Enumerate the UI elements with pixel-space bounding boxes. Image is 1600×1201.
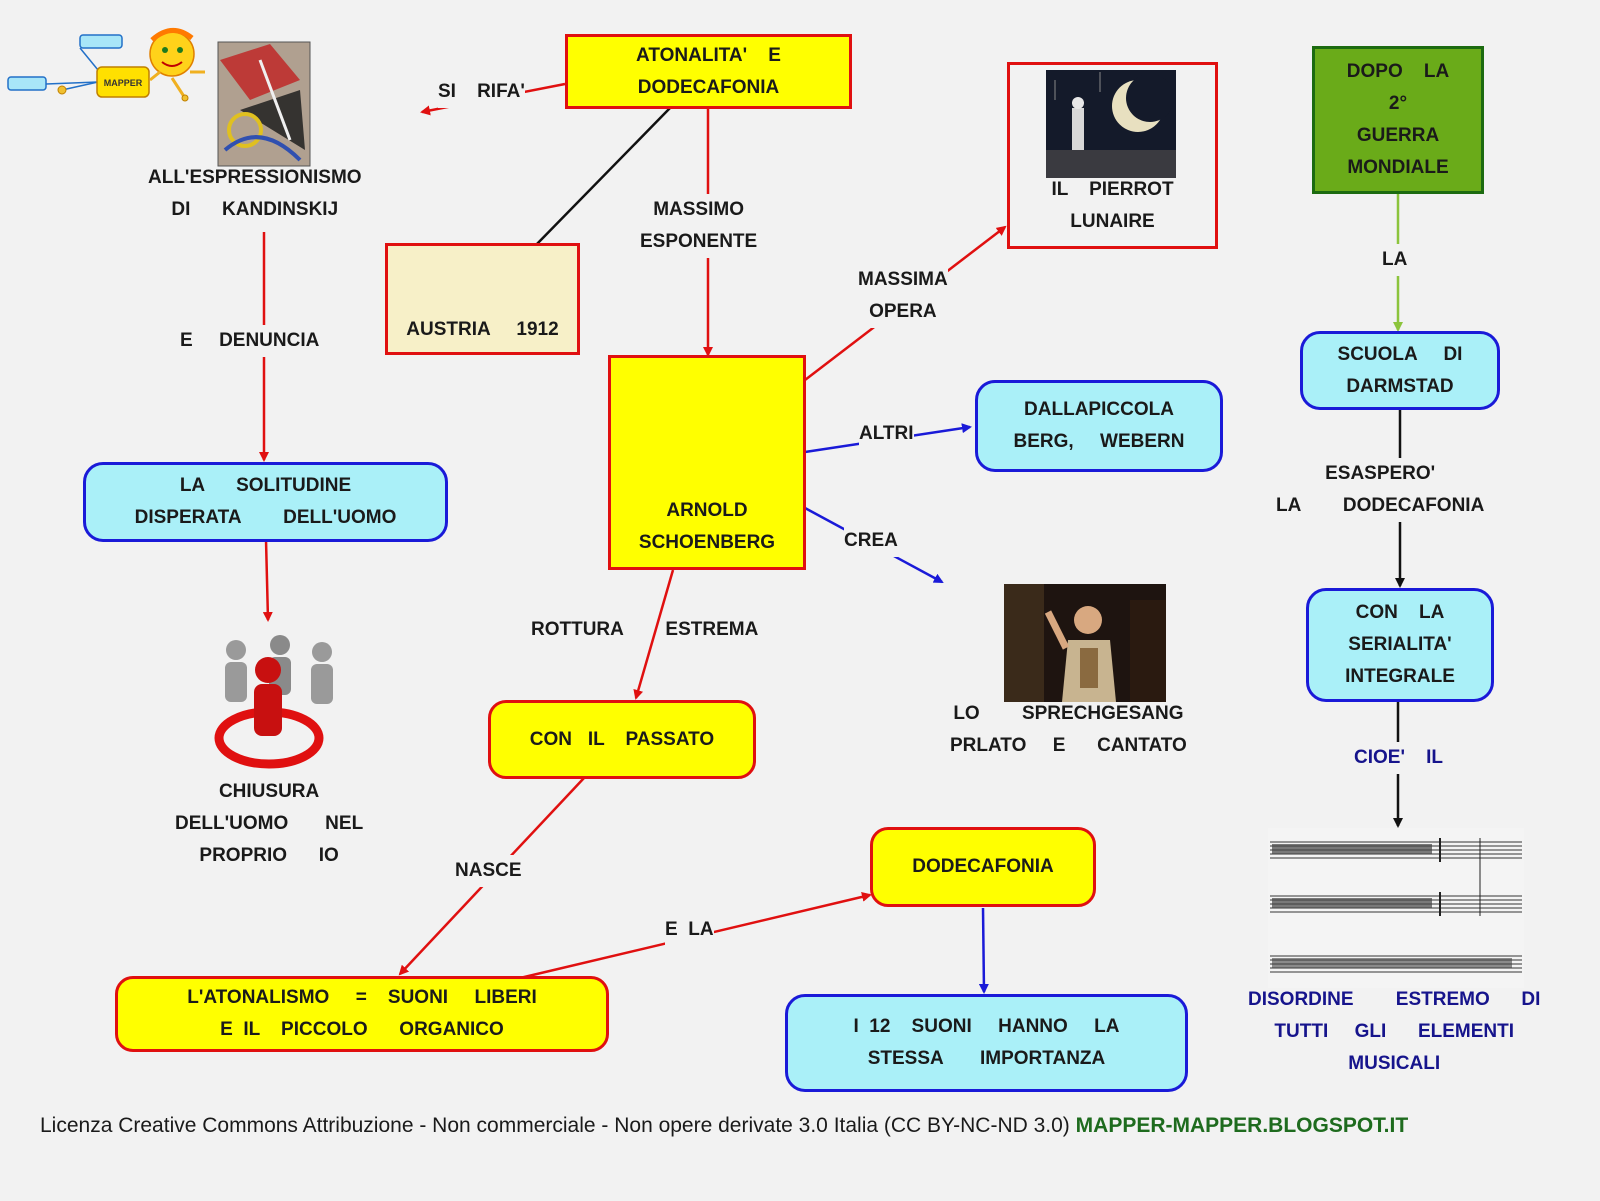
node-scuola-di-darmstad: SCUOLA DI DARMSTAD	[1300, 331, 1500, 410]
license-text: Licenza Creative Commons Attribuzione - …	[40, 1114, 1070, 1137]
node-con-il-passato: CON IL PASSATO	[488, 700, 756, 779]
label-nasce: NASCE	[455, 855, 522, 887]
node-atonalita-dodecafonia: ATONALITA' E DODECAFONIA	[565, 34, 852, 109]
label-disordine-estremo: DISORDINE ESTREMO DI TUTTI GLI ELEMENTI …	[1248, 989, 1541, 1074]
node-solitudine-disperata: LA SOLITUDINE DISPERATA DELL'UOMO	[83, 462, 448, 542]
node-pierrot-lunaire: IL PIERROT LUNAIRE	[1007, 62, 1218, 249]
node-austria-1912: AUSTRIA 1912	[385, 243, 580, 355]
label-massimo-esponente: MASSIMO ESPONENTE	[640, 194, 758, 258]
label-e-denuncia: E DENUNCIA	[180, 325, 320, 357]
arrow-schoenberg-to-passato	[633, 569, 675, 700]
pierrot-lunaire-image	[1046, 70, 1176, 178]
license-footer: Licenza Creative Commons Attribuzione - …	[40, 1114, 1408, 1138]
kandinskij-painting-image	[217, 41, 311, 167]
music-score-image	[1268, 828, 1524, 988]
node-dopo-seconda-guerra: DOPO LA 2° GUERRA MONDIALE	[1312, 46, 1484, 194]
arrow-solitudine-to-chiusura	[262, 539, 273, 622]
label-rottura-estrema: ROTTURA ESTREMA	[531, 619, 759, 640]
arrow-dodecafonia-to-dodici-suoni	[978, 907, 989, 994]
label-espressionismo-kandinskij: ALL'ESPRESSIONISMO DI KANDINSKIJ	[148, 167, 362, 220]
label-la: LA	[1382, 244, 1408, 276]
mapper-logo-icon	[7, 28, 205, 102]
node-atonalismo-suoni-liberi: L'ATONALISMO = SUONI LIBERI E IL PICCOLO…	[115, 976, 609, 1052]
label-massima-opera: MASSIMA OPERA	[858, 264, 948, 328]
label-cioe-il: CIOE' IL	[1354, 742, 1443, 774]
sprechgesang-singer-image	[1004, 584, 1166, 702]
isolation-people-icon	[214, 635, 333, 769]
label-esaspero-dodecafonia: ESASPERO' LA DODECAFONIA	[1276, 458, 1485, 522]
label-altri: ALTRI	[859, 418, 914, 450]
blog-link[interactable]: MAPPER-MAPPER.BLOGSPOT.IT	[1075, 1114, 1409, 1137]
mapper-logo-text: MAPPER	[104, 78, 143, 88]
label-crea: CREA	[844, 525, 898, 557]
line-atonalita-to-austria	[534, 107, 671, 247]
node-dodecafonia: DODECAFONIA	[870, 827, 1096, 907]
node-serialita-integrale: CON LA SERIALITA' INTEGRALE	[1306, 588, 1494, 702]
label-si-rifa: SI RIFA'	[438, 76, 525, 108]
label-sprechgesang: LO SPRECHGESANG PRLATO E CANTATO	[950, 703, 1187, 756]
node-dodici-suoni-importanza: I 12 SUONI HANNO LA STESSA IMPORTANZA	[785, 994, 1188, 1092]
label-chiusura-uomo: CHIUSURA DELL'UOMO NEL PROPRIO IO	[175, 781, 364, 866]
label-e-la: E LA	[665, 914, 714, 946]
node-dallapiccola-berg-webern: DALLAPICCOLA BERG, WEBERN	[975, 380, 1223, 472]
node-arnold-schoenberg: ARNOLD SCHOENBERG	[608, 355, 806, 570]
